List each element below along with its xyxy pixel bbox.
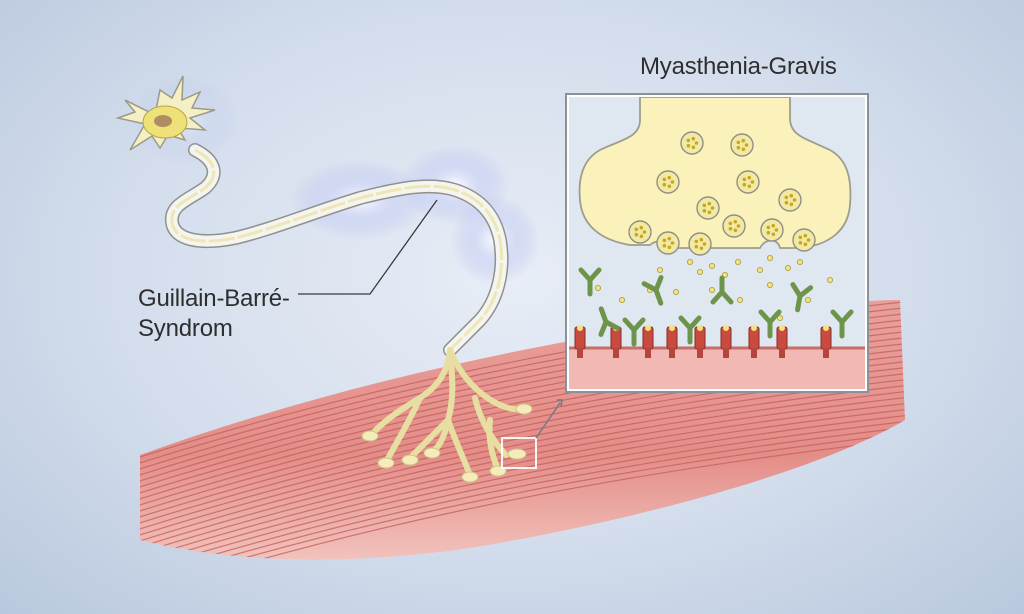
gbs-leader-line (298, 199, 438, 295)
acetylcholine-dot (697, 268, 704, 275)
vesicle (730, 133, 754, 157)
acetylcholine-dot (767, 281, 774, 288)
muscle-fiber (140, 401, 905, 560)
muscle-fiber (140, 425, 905, 560)
antibody (758, 309, 782, 339)
vesicle (656, 170, 680, 194)
synaptic-boutons (361, 403, 533, 483)
acetylcholine-dot (735, 258, 742, 265)
muscle-fiber (140, 395, 905, 557)
muscle-fiber (140, 437, 905, 560)
antibody (710, 275, 734, 305)
antibody (830, 309, 854, 339)
acetylcholine-dot (797, 258, 804, 265)
acetylcholine-dot (777, 314, 784, 321)
guillain-barre-label-line1: Guillain-Barré- (138, 285, 290, 312)
acetylcholine-dot (805, 296, 812, 303)
muscle-fiber (140, 413, 905, 560)
acetylcholine-dot (687, 258, 694, 265)
vesicle (722, 214, 746, 238)
vesicle (760, 218, 784, 242)
antibody (598, 306, 621, 337)
acetylcholine-dot (595, 284, 602, 291)
guillain-barre-label-line2: Syndrom (138, 315, 233, 342)
acetylcholine-dot (757, 266, 764, 273)
autoantibodies (578, 267, 854, 347)
synaptic-vesicles (628, 131, 816, 256)
muscle-fiber (140, 389, 905, 551)
acetylcholine-dot (673, 288, 680, 295)
guillain-barre-label: Guillain-Barré- Syndrom (138, 284, 290, 344)
neuron-cell-body (115, 75, 216, 151)
vesicle (688, 232, 712, 256)
vesicle (696, 196, 720, 220)
antibody (622, 317, 646, 347)
receptor (574, 325, 586, 358)
receptor (694, 325, 706, 358)
acetylcholine-dot (709, 262, 716, 269)
acetylcholine-dot (709, 286, 716, 293)
myasthenia-gravis-label: Myasthenia-Gravis (640, 53, 837, 80)
receptor (720, 325, 732, 358)
acetylcholine-dot (657, 266, 664, 273)
antibody (641, 275, 664, 306)
acetylcholine-dot (767, 254, 774, 261)
receptor (820, 325, 832, 358)
muscle-fiber (140, 431, 905, 560)
acetylcholine-dot (737, 296, 744, 303)
vesicle (656, 231, 680, 255)
vesicle (628, 220, 652, 244)
receptor (642, 325, 654, 358)
acetylcholine-dot (619, 296, 626, 303)
myasthenia-gravis-inset (565, 93, 869, 393)
zoom-indicator (501, 399, 563, 469)
acetylcholine-dot (785, 264, 792, 271)
receptor (748, 325, 760, 358)
muscle-fiber (140, 407, 905, 560)
antibody (578, 267, 602, 297)
receptor (776, 325, 788, 358)
vesicle (680, 131, 704, 155)
acetylcholine-molecules (595, 254, 834, 321)
antibody (790, 282, 814, 313)
acetylcholine-receptors (574, 325, 832, 358)
antibody (678, 315, 702, 345)
vesicle (736, 170, 760, 194)
vesicle (778, 188, 802, 212)
vesicle (792, 228, 816, 252)
acetylcholine-dot (827, 276, 834, 283)
myelinated-axon (164, 143, 509, 357)
receptor (666, 325, 678, 358)
